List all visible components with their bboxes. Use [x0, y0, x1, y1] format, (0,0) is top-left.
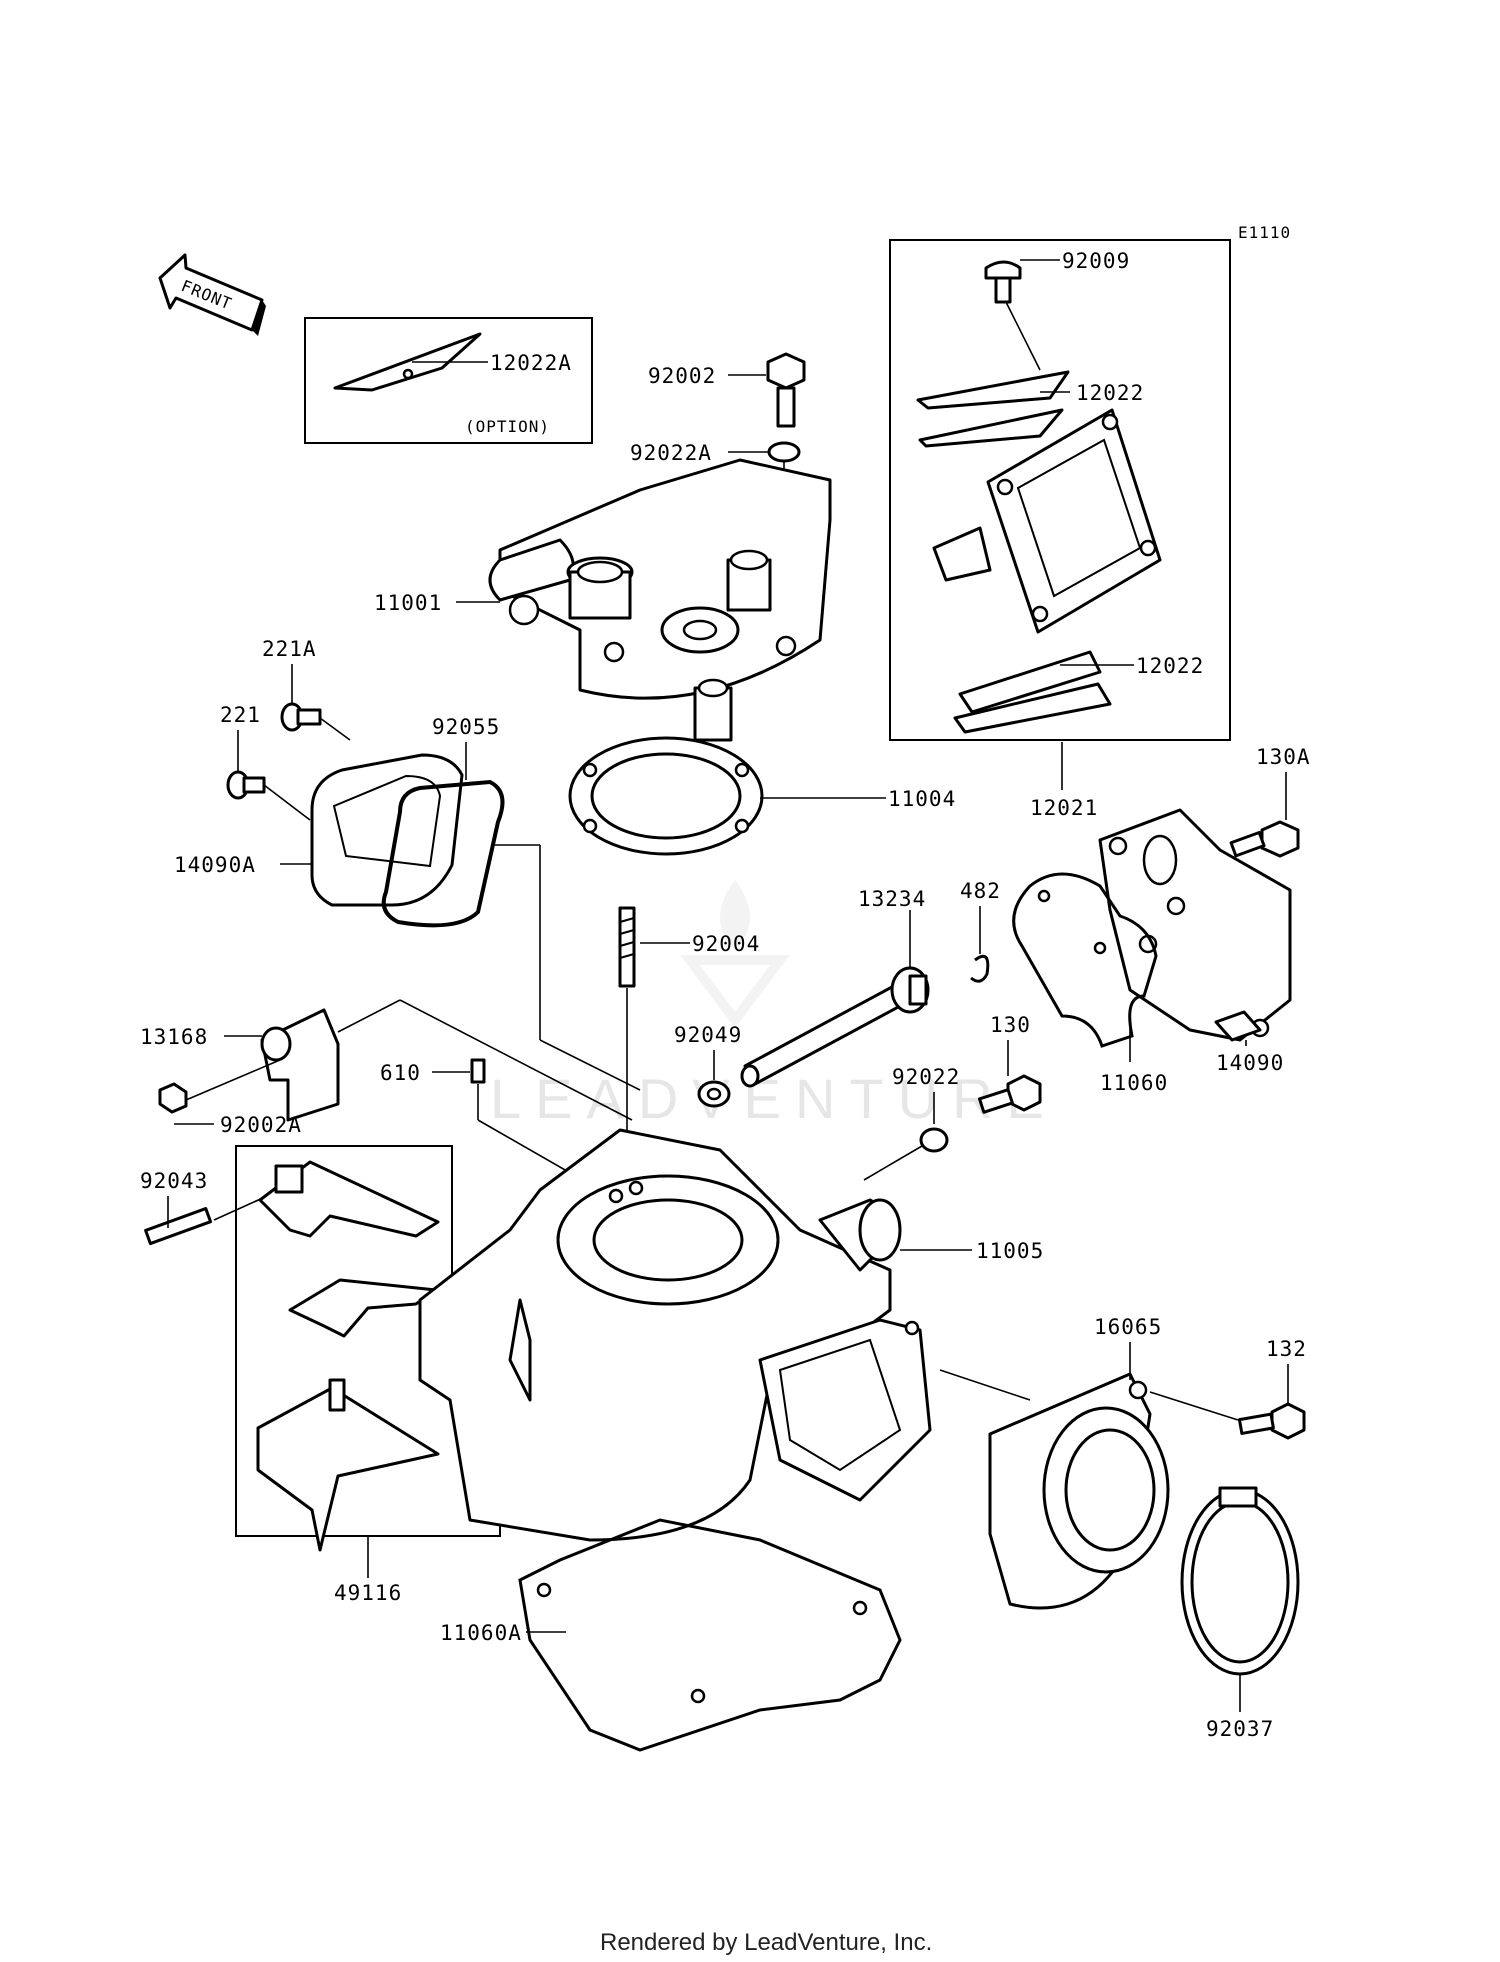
- option-reed-petal: [333, 332, 482, 392]
- leader-92009-b: [1005, 301, 1041, 371]
- callout-92004: 92004: [692, 932, 760, 956]
- screw-92009: [984, 260, 1022, 304]
- reed-cage: [932, 408, 1162, 634]
- callout-92009: 92009: [1062, 249, 1130, 273]
- callout-132: 132: [1266, 1337, 1307, 1361]
- gasket-11060: [1012, 872, 1158, 1048]
- leader-13168-c: [399, 999, 633, 1121]
- dowel-pin-610: [470, 1058, 486, 1084]
- valve-rod-13234: [740, 966, 930, 1088]
- leader-221-b: [263, 784, 311, 821]
- head-gasket-11004: [568, 736, 764, 856]
- callout-92043: 92043: [140, 1169, 208, 1193]
- callout-13168: 13168: [140, 1025, 208, 1049]
- front-arrow-icon: FRONT: [158, 253, 266, 336]
- callout-12021: 12021: [1030, 796, 1098, 820]
- stud-92004: [618, 906, 636, 988]
- gasket-92055: [381, 779, 505, 928]
- reed-valve-kit-box: [889, 239, 1231, 741]
- leader-132-b: [1149, 1391, 1239, 1421]
- reed-stopper-top: [916, 370, 1070, 410]
- bolt-92002a: [158, 1082, 188, 1114]
- leader-13168-d: [185, 1059, 281, 1101]
- leader-92022-b: [863, 1145, 923, 1181]
- callout-92002: 92002: [648, 364, 716, 388]
- callout-92037: 92037: [1206, 1717, 1274, 1741]
- reed-petal-bottom: [958, 650, 1102, 714]
- bolt-132: [1237, 1402, 1306, 1440]
- callout-221a: 221A: [262, 637, 317, 661]
- intake-manifold-16065: [988, 1372, 1170, 1610]
- callout-11060a: 11060A: [440, 1621, 522, 1645]
- footer-credit: Rendered by LeadVenture, Inc.: [600, 1929, 932, 1956]
- screw-221: [226, 770, 266, 800]
- callout-11004: 11004: [888, 787, 956, 811]
- callout-92022: 92022: [892, 1065, 960, 1089]
- bolt-130: [978, 1074, 1042, 1114]
- bolt-92002: [766, 352, 806, 428]
- callout-49116: 49116: [334, 1581, 402, 1605]
- watermark-logo: [680, 880, 790, 1029]
- callout-221: 221: [220, 703, 261, 727]
- diagram-code: E1110: [1238, 223, 1291, 242]
- washer-92022a: [767, 441, 801, 463]
- callout-92055: 92055: [432, 715, 500, 739]
- callout-12022-top: 12022: [1076, 381, 1144, 405]
- holder-13168: [260, 1008, 340, 1122]
- leader-16065-b: [939, 1369, 1031, 1401]
- callout-11060: 11060: [1100, 1071, 1168, 1095]
- callout-12022a: 12022A: [490, 351, 572, 375]
- watermark-text: LEADVENTURE: [490, 1067, 1058, 1130]
- callout-16065: 16065: [1094, 1315, 1162, 1339]
- cylinder-head-11001: [488, 458, 832, 742]
- callout-14090: 14090: [1216, 1051, 1284, 1075]
- reed-stopper-bottom: [953, 682, 1112, 734]
- callout-12022-bottom: 12022: [1136, 654, 1204, 678]
- clip-482: [970, 954, 990, 983]
- bolt-130a: [1229, 820, 1300, 858]
- callout-14090a: 14090A: [174, 853, 256, 877]
- callout-482: 482: [960, 879, 1001, 903]
- washer-92022: [919, 1127, 949, 1153]
- callout-610: 610: [380, 1061, 421, 1085]
- exhaust-valve-parts: [256, 1160, 481, 1552]
- cover-14090a: [310, 753, 464, 907]
- screw-221a: [280, 702, 322, 732]
- option-label: (OPTION): [465, 417, 550, 436]
- callout-11001: 11001: [374, 591, 442, 615]
- callout-130: 130: [990, 1013, 1031, 1037]
- leader-221a-b: [319, 717, 351, 741]
- callout-92002a: 92002A: [220, 1113, 302, 1137]
- callout-92022a: 92022A: [630, 441, 712, 465]
- reed-petal-top: [918, 408, 1064, 448]
- base-gasket-11060a: [518, 1518, 902, 1752]
- callout-13234: 13234: [858, 887, 926, 911]
- cylinder-11005: [418, 1128, 932, 1542]
- leader-13168-b: [337, 999, 401, 1033]
- callout-130a: 130A: [1256, 745, 1311, 769]
- callout-11005: 11005: [976, 1239, 1044, 1263]
- callout-92049: 92049: [674, 1023, 742, 1047]
- hose-clamp-92037: [1180, 1486, 1300, 1676]
- pin-92043: [144, 1207, 213, 1246]
- leader-92055-cyl-c: [539, 1039, 641, 1091]
- option-box: [304, 317, 593, 444]
